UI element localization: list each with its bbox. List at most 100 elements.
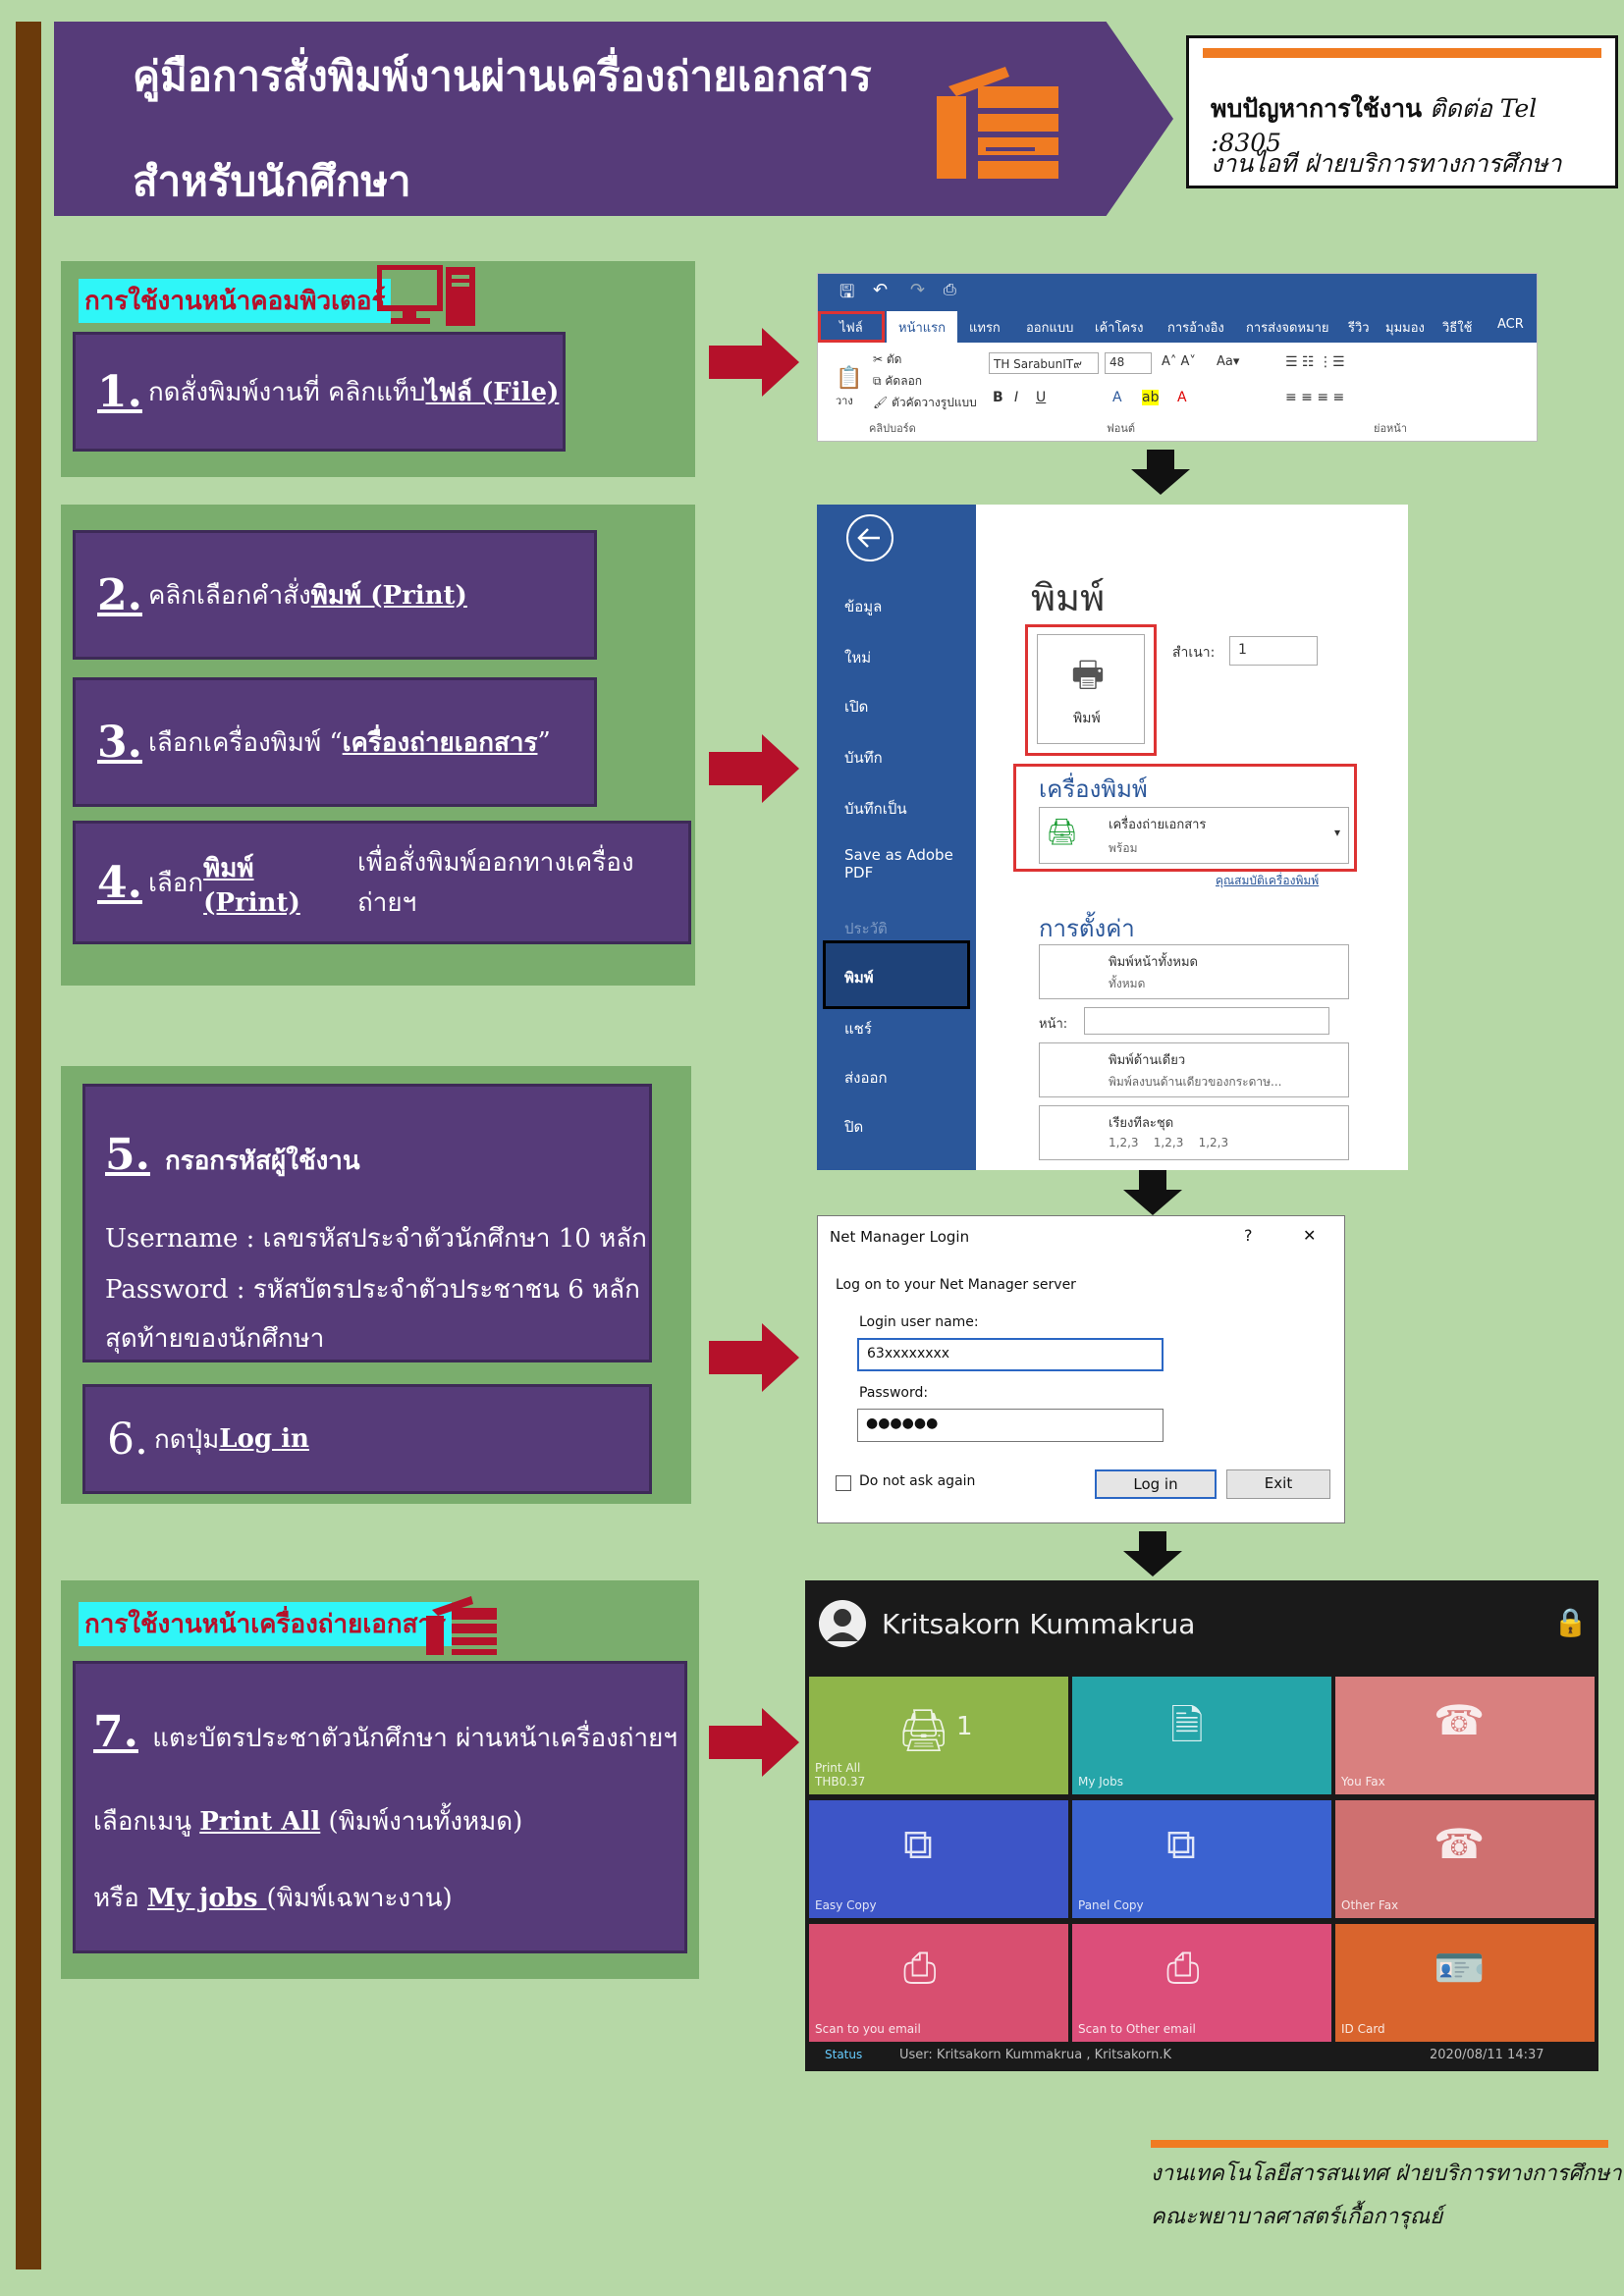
paste-label: วาง	[836, 395, 853, 407]
login-button[interactable]: Log in	[1095, 1469, 1217, 1499]
step5-card: 5. กรอกรหัสผู้ใช้งาน Username : เลขรหัสป…	[82, 1084, 652, 1362]
status-link[interactable]: Status	[825, 2048, 863, 2061]
tab-review[interactable]: รีวิว	[1348, 321, 1370, 336]
highlight-icon[interactable]: ab	[1142, 390, 1160, 405]
step1-text: กดสั่งพิมพ์งานที่ คลิกแท็บ	[147, 377, 426, 407]
pages-label: หน้า:	[1039, 1017, 1068, 1032]
copies-input[interactable]: 1	[1229, 636, 1318, 666]
menu-info[interactable]: ข้อมูล	[844, 598, 883, 615]
print-count: 1	[956, 1712, 973, 1741]
step7-my-jobs-link: My jobs	[146, 1884, 267, 1913]
sides-select[interactable]: พิมพ์ด้านเดียว พิมพ์ลงบนด้านเดียวของกระด…	[1039, 1042, 1349, 1097]
printer-ready-icon: 🖨	[1046, 818, 1079, 847]
cut-button[interactable]: ✂ ตัด	[873, 352, 902, 366]
tab-references[interactable]: การอ้างอิง	[1167, 321, 1224, 336]
tab-help[interactable]: วิธีใช้	[1442, 321, 1473, 336]
tile-scan-to-you-label: Scan to you email	[815, 2022, 921, 2036]
save-icon[interactable]: 🖫	[839, 282, 855, 302]
collate-select[interactable]: เรียงทีละชุด 1,2,3 1,2,3 1,2,3	[1039, 1105, 1349, 1160]
tile-panel-copy[interactable]: ⧉ Panel Copy	[1072, 1800, 1331, 1918]
step6-number: 6.	[107, 1414, 148, 1465]
menu-open[interactable]: เปิด	[844, 698, 869, 716]
tile-print-all[interactable]: 🖨 1 Print All THB0.37	[809, 1677, 1068, 1794]
chevron-down-icon: ▾	[1333, 826, 1340, 839]
print-range-select[interactable]: พิมพ์หน้าทั้งหมด ทั้งหมด	[1039, 944, 1349, 999]
copier-screen-photo: Kritsakorn Kummakrua 🔒 🖨 1 Print All THB…	[805, 1580, 1598, 2071]
bold-button[interactable]: B	[993, 390, 1003, 405]
printer-select[interactable]: 🖨 เครื่องถ่ายเอกสาร พร้อม ▾	[1039, 807, 1349, 864]
arrow-down-icon	[1123, 1170, 1182, 1215]
user-label: Login user name:	[859, 1314, 979, 1330]
copy-icon: ⧉	[1166, 1820, 1196, 1868]
menu-export[interactable]: ส่งออก	[844, 1069, 888, 1087]
tile-scan-to-other[interactable]: ⎙ Scan to Other email	[1072, 1924, 1331, 2042]
arrow-down-icon	[1123, 1531, 1182, 1576]
copier-icon	[937, 67, 1058, 179]
tile-scan-to-you[interactable]: ⎙ Scan to you email	[809, 1924, 1068, 2042]
menu-save-as-pdf[interactable]: Save as Adobe PDF	[844, 846, 953, 881]
underline-button[interactable]: U	[1036, 390, 1047, 405]
menu-new[interactable]: ใหม่	[844, 649, 872, 667]
tile-id-card[interactable]: 🪪 ID Card	[1335, 1924, 1595, 2042]
font-color-icon[interactable]: A	[1177, 390, 1187, 405]
lock-icon[interactable]: 🔒	[1553, 1606, 1588, 1638]
menu-share[interactable]: แชร์	[844, 1020, 872, 1038]
undo-icon[interactable]: ↶	[873, 280, 889, 300]
tab-view[interactable]: มุมมอง	[1385, 321, 1425, 336]
step4-number: 4.	[97, 857, 142, 908]
tile-print-all-label: Print All THB0.37	[815, 1761, 866, 1789]
tab-layout[interactable]: เค้าโครง	[1095, 321, 1144, 336]
tab-mailings[interactable]: การส่งจดหมาย	[1246, 321, 1329, 336]
copies-label: สำเนา:	[1172, 645, 1216, 661]
align-icons[interactable]: ≡ ≡ ≡ ≡	[1285, 390, 1345, 405]
step4-tail: เพื่อสั่งพิมพ์ออกทางเครื่องถ่ายฯ	[357, 848, 634, 918]
menu-close[interactable]: ปิด	[844, 1118, 864, 1136]
do-not-ask-checkbox[interactable]	[836, 1475, 851, 1491]
italic-button[interactable]: I	[1014, 390, 1019, 405]
tab-design[interactable]: ออกแบบ	[1026, 321, 1074, 336]
font-name-select[interactable]: TH SarabunIT๙	[989, 352, 1099, 374]
printer-properties-link[interactable]: คุณสมบัติเครื่องพิมพ์	[1216, 874, 1320, 887]
help-icon[interactable]: ?	[1244, 1226, 1253, 1245]
dialog-title: Net Manager Login	[830, 1228, 970, 1246]
step7-line2: เลือกเมนู Print All (พิมพ์งานทั้งหมด)	[93, 1807, 523, 1837]
pages-input[interactable]	[1084, 1007, 1329, 1035]
close-icon[interactable]: ✕	[1303, 1226, 1317, 1245]
tile-easy-copy[interactable]: ⧉ Easy Copy	[809, 1800, 1068, 1918]
menu-print[interactable]: พิมพ์	[844, 969, 874, 987]
settings-heading: การตั้งค่า	[1039, 915, 1135, 942]
password-label: Password:	[859, 1385, 929, 1401]
tile-my-jobs[interactable]: 🗎 My Jobs	[1072, 1677, 1331, 1794]
format-painter-button[interactable]: 🖌 ตัวคัดวางรูปแบบ	[873, 396, 977, 409]
tab-file[interactable]: ไฟล์	[839, 321, 863, 336]
tab-insert[interactable]: แทรก	[969, 321, 1001, 336]
bullets-icon[interactable]: ☰ ☷ ⋮☰	[1285, 354, 1345, 370]
print-button[interactable]: 🖶 พิมพ์	[1037, 634, 1145, 744]
menu-history[interactable]: ประวัติ	[844, 920, 888, 937]
tile-you-fax[interactable]: ☎ You Fax	[1335, 1677, 1595, 1794]
tab-acrobat[interactable]: ACR	[1497, 317, 1524, 332]
password-input[interactable]: ●●●●●●	[857, 1409, 1164, 1442]
menu-save-as[interactable]: บันทึกเป็น	[844, 800, 907, 818]
step6-card: 6. กดปุ่ม Log in	[82, 1384, 652, 1494]
exit-button[interactable]: Exit	[1226, 1469, 1330, 1499]
printer-icon: 🖶	[1071, 655, 1105, 695]
tab-home[interactable]: หน้าแรก	[887, 311, 957, 343]
file-tab-highlight	[818, 311, 885, 343]
username-input[interactable]: 63xxxxxxxx	[857, 1338, 1164, 1371]
back-arrow-icon[interactable]	[844, 512, 895, 563]
grow-font-icon[interactable]: A˄ A˅	[1162, 354, 1196, 369]
print-button-highlight	[1025, 624, 1157, 756]
menu-save[interactable]: บันทึก	[844, 749, 883, 767]
print-button-label: พิมพ์	[1073, 711, 1101, 726]
font-size-select[interactable]: 48	[1105, 352, 1152, 374]
print-heading: พิมพ์	[1031, 576, 1106, 619]
text-effects-icon[interactable]: A	[1112, 390, 1122, 405]
change-case-icon[interactable]: Aa▾	[1217, 354, 1240, 369]
sides-sub: พิมพ์ลงบนด้านเดียวของกระดาษ...	[1109, 1075, 1282, 1089]
print-preview-icon[interactable]: ⎙	[944, 280, 956, 298]
redo-icon[interactable]: ↷	[910, 280, 926, 300]
tile-other-fax[interactable]: ☎ Other Fax	[1335, 1800, 1595, 1918]
copy-button[interactable]: ⧉ คัดลอก	[873, 374, 923, 388]
paste-icon[interactable]: 📋	[836, 366, 863, 391]
